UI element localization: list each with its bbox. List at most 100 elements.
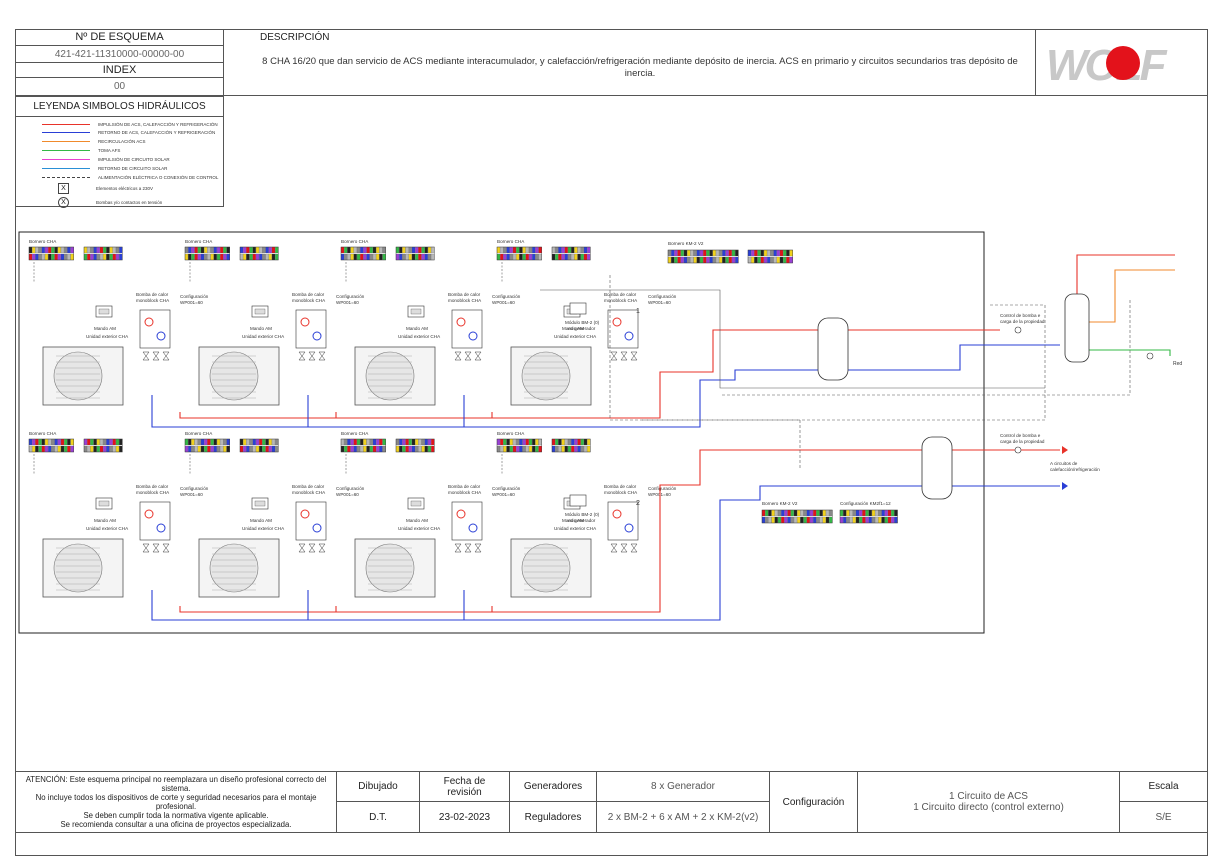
acs-outlet-pipe bbox=[1076, 254, 1175, 294]
km2-top: Bornero KM-2 V2 bbox=[667, 241, 793, 264]
km2-terminal-a bbox=[667, 249, 739, 264]
afs-inlet-pipe bbox=[1089, 349, 1171, 356]
cylinder-icon bbox=[1064, 293, 1090, 363]
bornero-terminal-a bbox=[340, 438, 386, 453]
valve-icon bbox=[308, 543, 316, 553]
config-label-2: WP001=60 bbox=[492, 300, 515, 305]
dhw-cylinder bbox=[1064, 293, 1090, 363]
valve-icon bbox=[630, 543, 638, 553]
valve-icon bbox=[142, 543, 150, 553]
valve-icon bbox=[142, 351, 150, 361]
config-label-1: Configuración bbox=[648, 294, 677, 299]
control-line bbox=[540, 289, 1045, 389]
bornero-terminal-a bbox=[28, 246, 74, 261]
bomba-label-1: Bomba de calor bbox=[292, 292, 325, 297]
pump-icon bbox=[1014, 446, 1022, 454]
buffer-tank-top bbox=[817, 317, 849, 381]
legend-impulsion: IMPULSIÓN DE ACS, CALEFACCIÓN Y REFRIGER… bbox=[98, 121, 218, 127]
bornero-label: Bornero CHA bbox=[29, 239, 57, 244]
modulo-label-1: Módulo BM-2 (0) bbox=[565, 512, 600, 517]
unidad-label: Unidad exterior CHA bbox=[554, 334, 597, 339]
unidad-label: Unidad exterior CHA bbox=[398, 526, 441, 531]
mando-label: Mando AM bbox=[250, 518, 272, 523]
monoblock-icon bbox=[451, 501, 483, 541]
recirculacion-pipe bbox=[1089, 269, 1175, 323]
bornero-label: Bornero CHA bbox=[185, 239, 213, 244]
fecha-label: Fecha de revisión bbox=[443, 775, 486, 798]
mando-label: Mando AM bbox=[94, 518, 116, 523]
bornero-terminal-b bbox=[83, 246, 123, 261]
group-marker: 1 bbox=[636, 308, 640, 315]
bomba-label-2: monoblock CHA bbox=[136, 298, 170, 303]
pump-icon bbox=[1014, 326, 1022, 334]
config-label-2: WP001=60 bbox=[180, 300, 203, 305]
bornero-terminal-b bbox=[239, 438, 279, 453]
km2-label-b: Bornero KM-2 V2 bbox=[762, 501, 798, 506]
legend-retorno: RETORNO DE ACS, CALEFACCIÓN Y REFRIGERAC… bbox=[98, 129, 216, 135]
bomba-label-2: monoblock CHA bbox=[604, 490, 638, 495]
valve-icon bbox=[162, 543, 170, 553]
bornero-terminal-b bbox=[395, 246, 435, 261]
unidad-label: Unidad exterior CHA bbox=[554, 526, 597, 531]
bomba-label-1: Bomba de calor bbox=[292, 484, 325, 489]
valve-icon bbox=[162, 351, 170, 361]
bornero-terminal-b bbox=[239, 246, 279, 261]
control-line-dashed bbox=[640, 304, 1046, 421]
legend-retorno-solar: RETORNO DE CIRCUITO SOLAR bbox=[98, 165, 168, 171]
monoblock-icon bbox=[451, 309, 483, 349]
bornero-terminal-a bbox=[184, 438, 230, 453]
km2-terminal-b bbox=[747, 249, 793, 264]
index-value: 00 bbox=[113, 81, 126, 92]
mando-label: Mando AM bbox=[562, 326, 584, 331]
modulo-label-2: en generador bbox=[568, 518, 596, 523]
dibujado-value-cell: D.T. bbox=[336, 801, 420, 833]
valve-icon bbox=[152, 543, 160, 553]
valve-icon bbox=[620, 351, 628, 361]
buffer-tank-bottom bbox=[921, 436, 953, 500]
modulo-bm2-1: Módulo BM-2 (0)en generador bbox=[565, 494, 600, 523]
monoblock-icon bbox=[295, 309, 327, 349]
km2-terminal-d bbox=[839, 509, 898, 524]
unidad-label: Unidad exterior CHA bbox=[86, 334, 129, 339]
red-label: Red bbox=[1173, 361, 1182, 367]
configuracion-value-cell: 1 Circuito de ACS 1 Circuito directo (co… bbox=[857, 771, 1120, 833]
valve-icon bbox=[474, 543, 482, 553]
escala-value-cell: S/E bbox=[1119, 801, 1208, 833]
valve-icon bbox=[152, 351, 160, 361]
bornero-label: Bornero CHA bbox=[29, 431, 57, 436]
circuitos-label-2: calefacción/refrigeración bbox=[1050, 467, 1100, 472]
monoblock-icon bbox=[139, 501, 171, 541]
bomba-label-1: Bomba de calor bbox=[448, 484, 481, 489]
config-label-2: WP001=60 bbox=[336, 492, 359, 497]
bomba-label-1: Bomba de calor bbox=[448, 292, 481, 297]
modulo-label-2: en generador bbox=[568, 326, 596, 331]
bornero-label: Bornero CHA bbox=[497, 431, 525, 436]
valve-icon bbox=[620, 543, 628, 553]
legend-toma-afs: TOMA AFS bbox=[98, 147, 121, 153]
configuracion-label: Configuración bbox=[782, 796, 845, 808]
control-bomba-label-4: carga de la propiedad bbox=[1000, 439, 1045, 444]
unidad-label: Unidad exterior CHA bbox=[398, 334, 441, 339]
escala-value: S/E bbox=[1155, 811, 1172, 823]
description-label: DESCRIPCIÓN bbox=[260, 32, 330, 43]
atencion-cell: ATENCIÓN: Este esquema principal no reem… bbox=[15, 771, 337, 833]
bornero-label: Bornero CHA bbox=[185, 431, 213, 436]
valve-icon bbox=[464, 351, 472, 361]
valve-icon bbox=[464, 543, 472, 553]
valve-icon bbox=[298, 543, 306, 553]
impulsion-pipe-bottom bbox=[179, 449, 1060, 613]
reguladores-label: Reguladores bbox=[524, 811, 582, 823]
index-label: INDEX bbox=[102, 63, 137, 76]
bornero-terminal-a bbox=[28, 438, 74, 453]
unidad-label: Unidad exterior CHA bbox=[242, 526, 285, 531]
dibujado-label: Dibujado bbox=[358, 781, 398, 792]
esquema-label: Nº DE ESQUEMA bbox=[75, 31, 164, 43]
config-label-2: WP001=60 bbox=[336, 300, 359, 305]
retorno-pipe-bottom bbox=[151, 485, 1060, 621]
mando-label: Mando AM bbox=[250, 326, 272, 331]
monoblock-icon bbox=[607, 501, 639, 541]
